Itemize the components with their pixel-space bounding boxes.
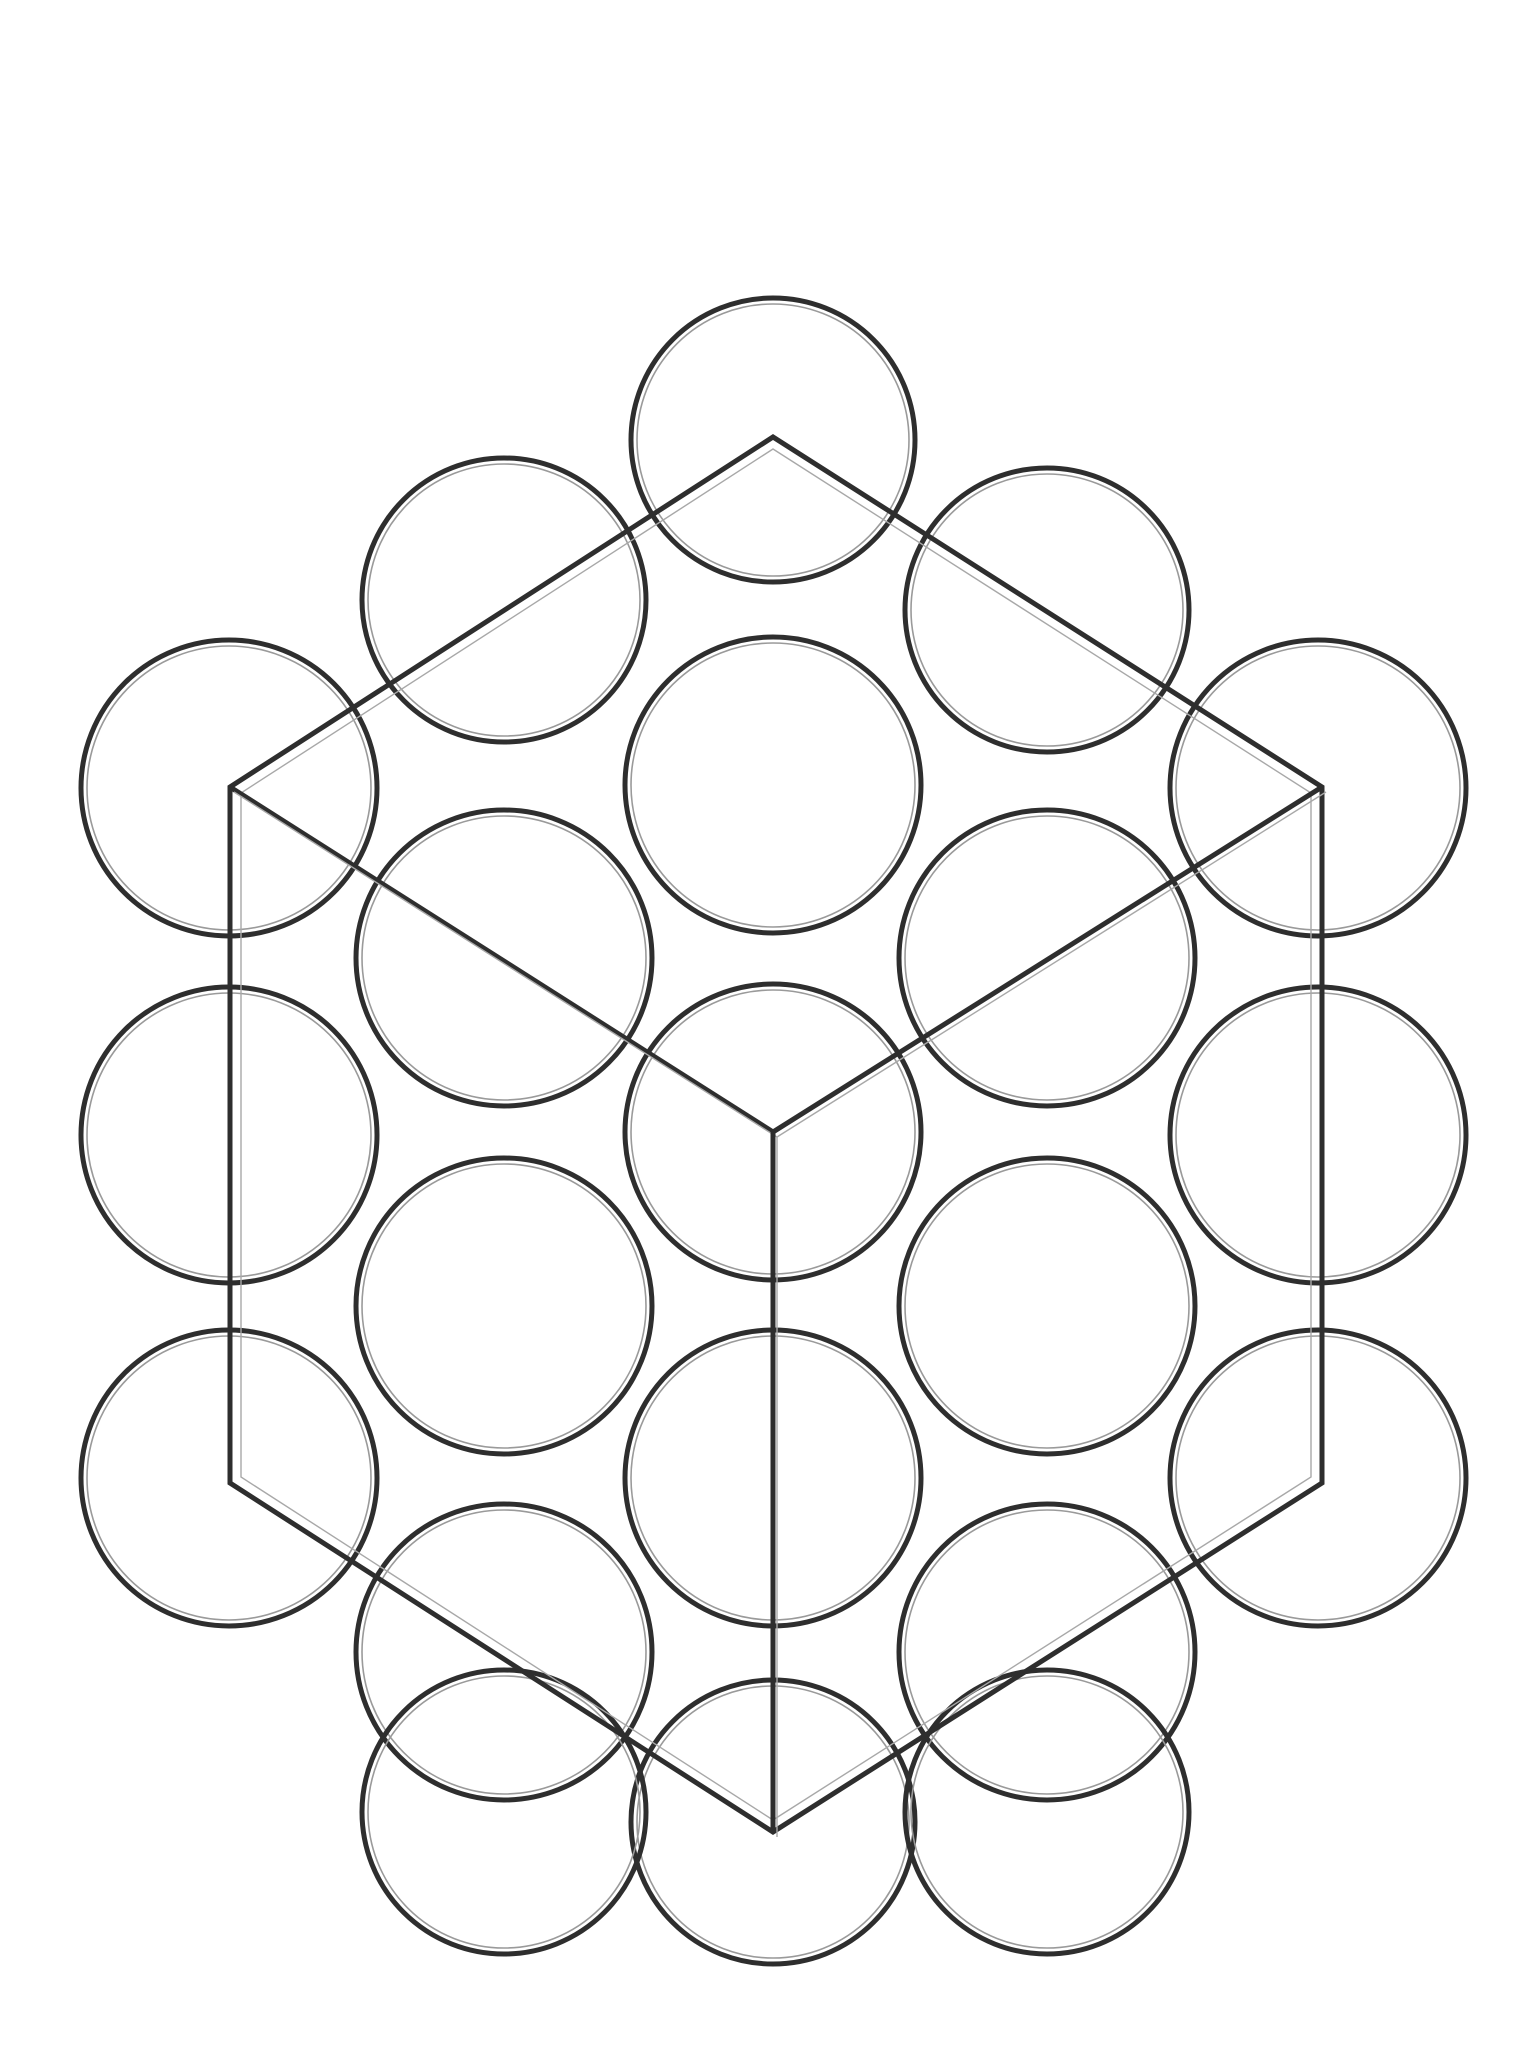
cube-edge-right xyxy=(771,784,1324,1135)
circle-2 xyxy=(353,807,655,1109)
circle-5-inner-ring xyxy=(361,1163,647,1449)
circle-9-inner-ring xyxy=(904,1509,1190,1795)
circle-20 xyxy=(359,1667,649,1957)
circle-8-inner-ring xyxy=(361,1509,647,1795)
circle-8 xyxy=(353,1501,655,1803)
cube-hexagon-inner-line xyxy=(240,448,1312,1821)
circle-11-inner-ring xyxy=(636,303,910,577)
circle-5 xyxy=(353,1155,655,1457)
circle-21 xyxy=(902,1667,1192,1957)
circle-19 xyxy=(1167,1327,1469,1629)
circle-13 xyxy=(902,465,1192,755)
cube-edge-left-inner-line xyxy=(233,791,778,1138)
circle-11 xyxy=(628,295,918,585)
cube-edge-right-inner-line xyxy=(776,791,1327,1138)
circle-3 xyxy=(896,807,1198,1109)
circle-17 xyxy=(1167,984,1469,1286)
circle-6-inner-ring xyxy=(904,1163,1190,1449)
circle-9 xyxy=(896,1501,1198,1803)
circle-6 xyxy=(896,1155,1198,1457)
circle-15 xyxy=(1167,637,1469,939)
circle-20-inner-ring xyxy=(367,1675,641,1949)
circle-12 xyxy=(359,455,649,745)
circle-13-inner-ring xyxy=(910,473,1184,747)
circle-2-inner-ring xyxy=(361,815,647,1101)
cube-wireframe xyxy=(227,434,1327,1837)
circle-17-inner-ring xyxy=(1175,992,1461,1278)
cube-edge-left xyxy=(228,784,775,1135)
circle-3-inner-ring xyxy=(904,815,1190,1101)
circle-15-inner-ring xyxy=(1175,645,1461,931)
cube-hexagon-outline xyxy=(227,434,1325,1835)
circle-21-inner-ring xyxy=(910,1675,1184,1949)
circle-1-inner-ring xyxy=(630,642,916,928)
circle-12-inner-ring xyxy=(367,463,641,737)
circle-1 xyxy=(622,634,924,936)
circle-19-inner-ring xyxy=(1175,1335,1461,1621)
